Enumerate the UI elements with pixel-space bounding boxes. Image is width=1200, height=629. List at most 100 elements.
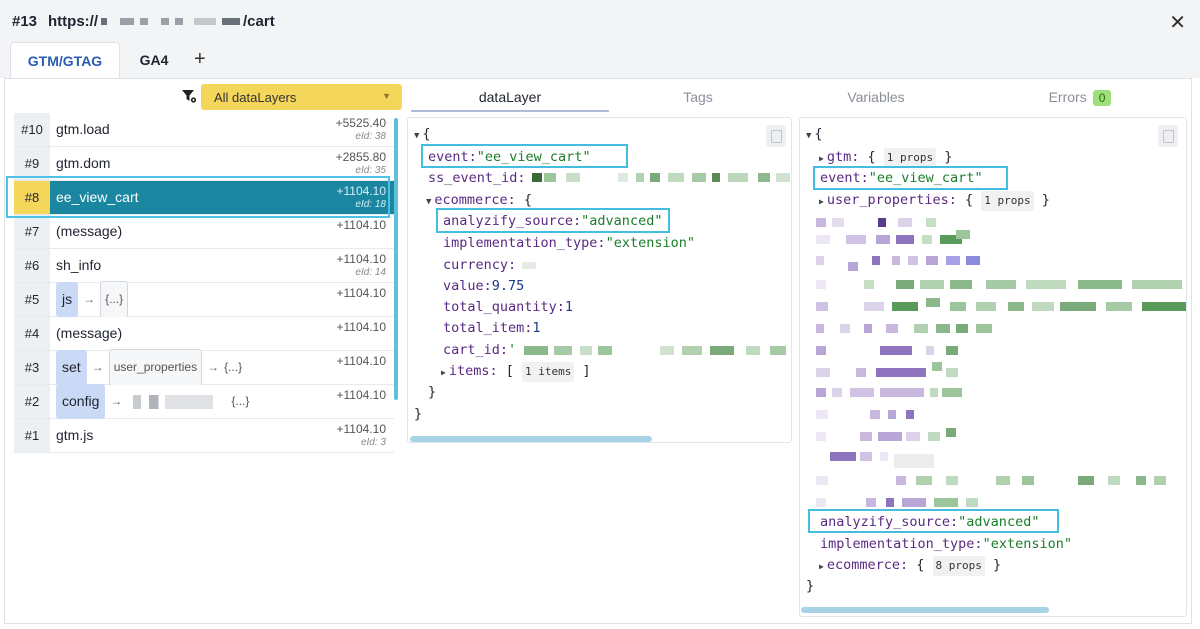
chevron-down-icon: ▼ <box>382 91 391 101</box>
event-eid: eId: 3 <box>360 437 386 448</box>
arrow-right-icon: → <box>110 394 123 408</box>
expand-triangle-icon[interactable]: ▶ <box>441 368 446 377</box>
copy-icon[interactable] <box>1158 125 1178 147</box>
collapse-triangle-icon[interactable]: ▼ <box>806 131 812 141</box>
json-bracket: ] <box>582 363 591 379</box>
tab-datalayer[interactable]: dataLayer <box>478 89 542 105</box>
event-name: (message) <box>56 223 123 239</box>
datalayer-panel: ▼{ event:"ee_view_cart" ss_event_id: ▼ec… <box>407 117 792 443</box>
event-time: +1104.10 <box>336 252 387 266</box>
event-args: {...} <box>224 360 243 374</box>
event-eid: eId: 18 <box>355 199 386 210</box>
json-value: "extension" <box>982 536 1072 552</box>
event-args: user_properties <box>108 349 203 386</box>
url-redacted <box>140 18 148 25</box>
json-brace: } <box>414 406 423 422</box>
error-count-badge: 0 <box>1092 90 1112 106</box>
tab-tags[interactable]: Tags <box>683 89 713 105</box>
tab-gtm-gtag[interactable]: GTM/GTAG <box>10 42 120 78</box>
event-time: +1104.10 <box>336 388 387 402</box>
arrow-right-icon: → <box>91 360 104 374</box>
url-redacted <box>175 18 183 25</box>
datalayer-filter-dropdown[interactable]: All dataLayers ▼ <box>201 84 402 110</box>
list-item[interactable]: #1 gtm.js +1104.10 eId: 3 <box>14 419 394 453</box>
horizontal-scrollbar[interactable] <box>410 436 652 442</box>
event-number: #7 <box>14 215 50 248</box>
list-item[interactable]: #3 set → user_properties → {...} +1104.1… <box>14 349 394 386</box>
json-value: "advanced" <box>581 213 663 229</box>
event-eid: eId: 35 <box>355 165 386 176</box>
tab-errors[interactable]: Errors 0 <box>1030 89 1130 106</box>
event-name: sh_info <box>56 257 102 273</box>
json-brace: { <box>422 126 431 142</box>
json-key: total_item: <box>443 320 533 336</box>
json-bracket: [ <box>505 363 514 379</box>
list-item-selected[interactable]: #8 ee_view_cart +1104.10 eId: 18 <box>14 181 394 215</box>
redacted-value <box>532 173 792 183</box>
list-item[interactable]: #4 (message) +1104.10 <box>14 317 394 351</box>
items-count-badge: 1 items <box>522 362 575 382</box>
url-redacted <box>222 18 240 25</box>
list-scrollbar[interactable] <box>394 118 398 400</box>
json-brace: { <box>523 192 532 208</box>
json-key: analyzify_source: <box>820 514 959 530</box>
url-suffix: /cart <box>243 13 275 30</box>
event-number: #2 <box>14 385 50 418</box>
json-key: ecommerce: <box>434 192 516 208</box>
redacted-value <box>522 262 537 269</box>
json-brace: { <box>916 557 925 573</box>
list-item[interactable]: #10 gtm.load +5525.40 eId: 38 <box>14 113 394 147</box>
props-count-badge: 1 props <box>883 148 937 168</box>
json-key: ss_event_id: <box>428 170 526 186</box>
copy-icon[interactable] <box>766 125 786 147</box>
active-tab-underline <box>411 110 609 112</box>
json-value: 1 <box>532 320 541 336</box>
event-list: #10 gtm.load +5525.40 eId: 38 #9 gtm.dom… <box>14 113 394 453</box>
list-item[interactable]: #6 sh_info +1104.10 eId: 14 <box>14 249 394 283</box>
horizontal-scrollbar[interactable] <box>801 607 1049 613</box>
tab-ga4[interactable]: GA4 <box>139 52 169 68</box>
list-item[interactable]: #7 (message) +1104.10 <box>14 215 394 249</box>
url-redacted <box>120 18 134 25</box>
json-value: "advanced" <box>958 514 1040 530</box>
event-name: set → user_properties → {...} <box>56 349 243 386</box>
dropdown-value: All dataLayers <box>214 90 297 105</box>
json-brace: { <box>867 149 876 165</box>
add-tab-icon[interactable]: + <box>194 48 206 70</box>
json-key: analyzify_source: <box>443 213 582 229</box>
event-eid: eId: 38 <box>355 131 386 142</box>
close-icon[interactable]: ✕ <box>1169 12 1186 34</box>
json-value: "ee_view_cart" <box>868 170 983 186</box>
json-key: currency: <box>443 257 517 273</box>
event-number: #6 <box>14 249 50 282</box>
url-redacted <box>194 18 216 25</box>
json-brace: } <box>993 557 1002 573</box>
json-brace: { <box>814 126 823 142</box>
tab-errors-label: Errors <box>1048 89 1087 105</box>
expand-triangle-icon[interactable]: ▶ <box>819 562 824 571</box>
list-item[interactable]: #5 js → {...} +1104.10 <box>14 281 394 318</box>
json-key: user_properties: <box>826 192 957 208</box>
json-key: cart_id: <box>443 342 509 358</box>
event-name: gtm.load <box>56 121 110 137</box>
json-key: value: <box>443 278 492 294</box>
tab-variables[interactable]: Variables <box>847 89 905 105</box>
expand-triangle-icon[interactable]: ▶ <box>819 154 824 163</box>
collapse-triangle-icon[interactable]: ▼ <box>414 131 420 141</box>
json-key: implementation_type: <box>820 536 983 552</box>
event-time: +1104.10 <box>336 218 387 232</box>
event-name: js → {...} <box>56 281 129 318</box>
event-args: {...} <box>231 394 250 408</box>
list-item[interactable]: #2 config → {...} +1104.10 <box>14 384 394 419</box>
event-number: #1 <box>14 419 50 452</box>
top-tabs: GTM/GTAG GA4 + <box>0 42 1200 78</box>
redacted-value <box>133 394 214 409</box>
event-number: #8 <box>14 181 50 214</box>
filter-gear-icon[interactable] <box>181 88 197 108</box>
json-value: ' <box>508 342 517 358</box>
json-value: 9.75 <box>491 278 525 294</box>
list-item[interactable]: #9 gtm.dom +2855.80 eId: 35 <box>14 147 394 181</box>
collapse-triangle-icon[interactable]: ▼ <box>426 197 432 207</box>
expand-triangle-icon[interactable]: ▶ <box>819 197 824 206</box>
event-number: #9 <box>14 147 50 180</box>
